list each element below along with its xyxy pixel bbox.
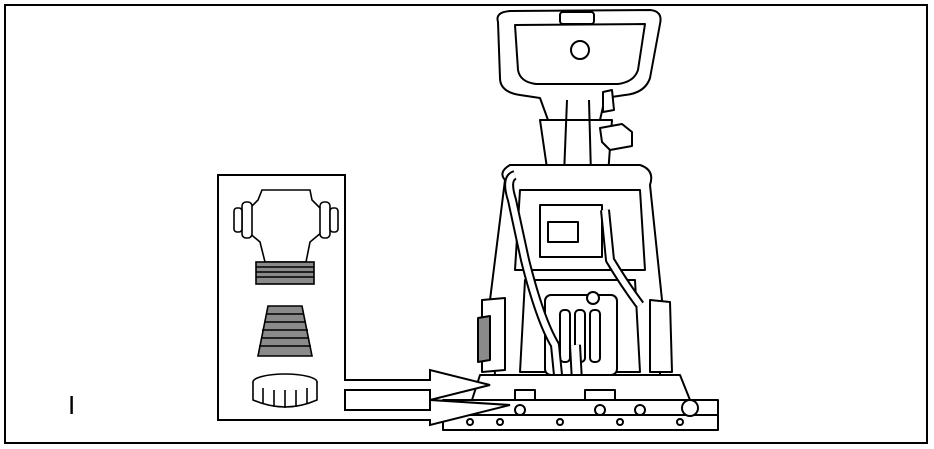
filter-cartridge-icon <box>257 305 313 357</box>
filter-cap-icon <box>233 189 339 285</box>
floor-scrubber-machine <box>442 9 719 431</box>
outer-frame <box>4 4 928 444</box>
handle <box>496 9 662 176</box>
ring-nut-icon <box>252 373 318 408</box>
hoses <box>504 170 645 401</box>
brush-deck <box>442 374 719 431</box>
figure-label: I <box>68 390 76 420</box>
